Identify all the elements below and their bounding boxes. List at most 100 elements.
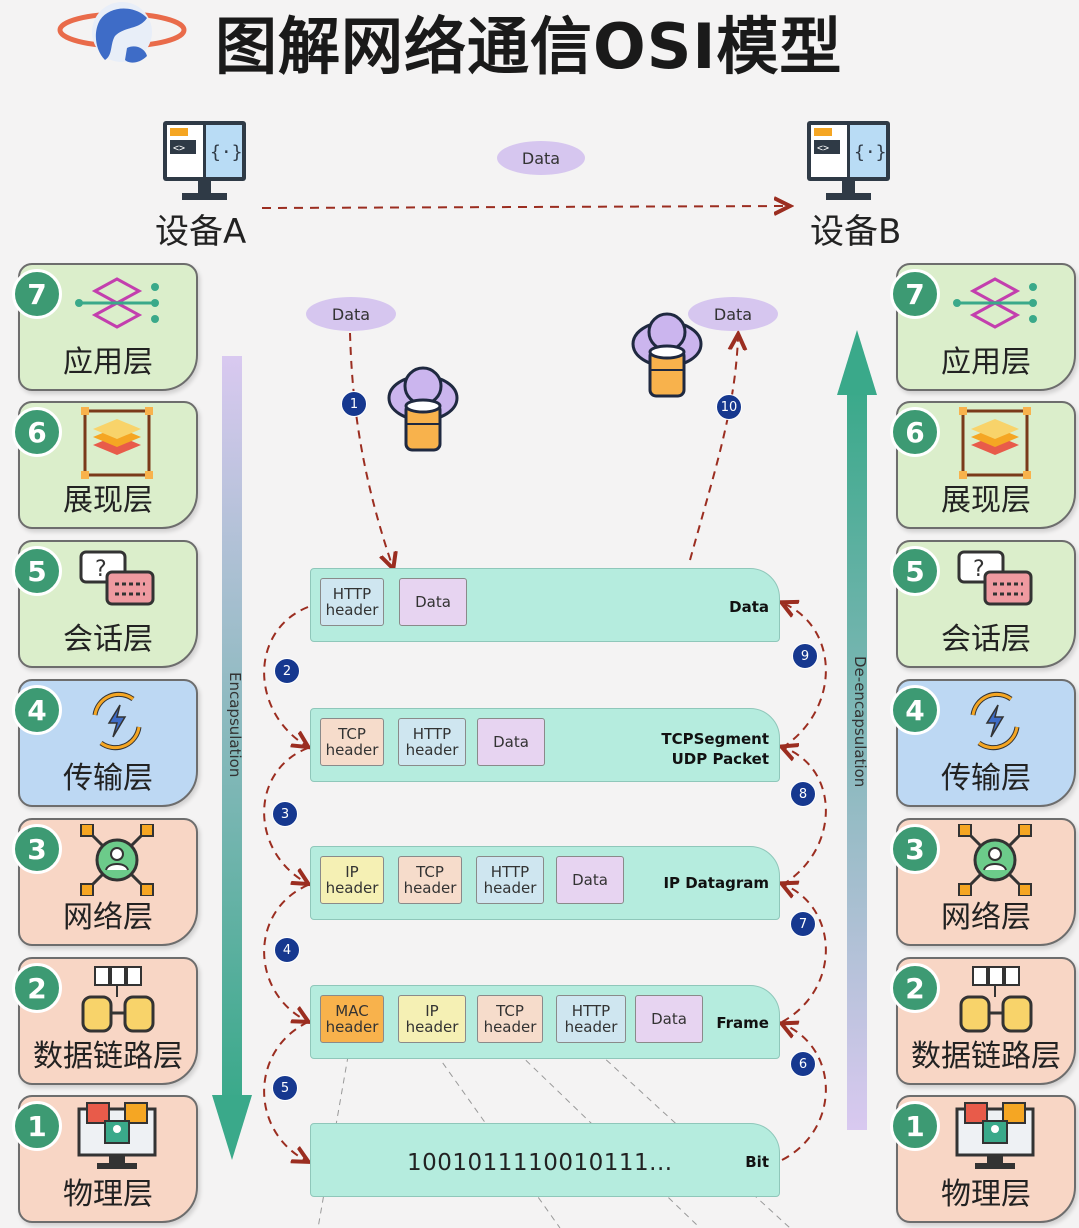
step-marker: 6 [790,1051,816,1077]
device-link-arrow [261,206,786,208]
de-encapsulation-arrow [837,330,877,1130]
layer-7-left: 7 应用层 [12,263,198,391]
layer-name: 应用层 [63,345,153,380]
data-box: Data [477,718,545,766]
encapsulation-arrow [212,356,252,1160]
step-marker: 7 [790,911,816,937]
computer-icon: <> {·} [163,121,246,200]
step-marker: 5 [272,1075,298,1101]
layer-number: 3 [12,824,62,874]
monitor-users-icon [955,1102,1035,1169]
layer-1-right: 1 物理层 [890,1095,1076,1223]
de-encapsulation-label: De-encapsulation [851,656,869,788]
pdu-bit: 1001011110010111... Bit [310,1123,780,1197]
pdu-name-tcp: TCPSegment [661,730,769,748]
step-marker: 4 [274,937,300,963]
layer-name: 会话层 [941,622,1031,657]
layers-stack-icon [959,407,1031,479]
layer-name: 物理层 [63,1177,153,1212]
device-b-label: 设备B [810,212,902,252]
layer-5-right: 5 ? 会话层 [890,540,1076,668]
layer-name: 应用层 [941,345,1031,380]
data-pill-sender: Data [306,297,396,331]
svg-text:<>: <> [173,143,185,154]
user-network-icon [80,824,154,896]
data-pill-receiver: Data [688,297,778,331]
layer-name: 网络层 [63,900,153,935]
layer-6-right: 6 展现层 [890,401,1076,529]
layer-2-right: 2 数据链路层 [890,957,1076,1085]
layer-number: 4 [12,685,62,735]
layer-number: 5 [12,546,62,596]
layer-5-left: 5 ? 会话层 [12,540,198,668]
layer-number: 7 [890,269,940,319]
pdu-name: Data [729,598,769,616]
layers-stack-icon [81,407,153,479]
svg-text:{·}: {·} [210,142,243,163]
layer-number: 3 [890,824,940,874]
chat-bubbles-icon: ? [957,550,1033,606]
layer-number: 7 [12,269,62,319]
data-box: Data [399,578,467,626]
layer-4-right: 4 传输层 [890,679,1076,807]
layer-name: 数据链路层 [911,1039,1061,1074]
pdu-name: Bit [745,1153,769,1171]
layer-4-left: 4 传输层 [12,679,198,807]
database-link-icon [81,966,155,1033]
computer-icon: <> {·} [807,121,890,200]
layer-name: 物理层 [941,1177,1031,1212]
network-nodes-icon [75,277,159,329]
layer-name: 传输层 [941,761,1031,796]
database-link-icon [959,966,1033,1033]
layer-number: 6 [890,407,940,457]
layer-name: 会话层 [63,622,153,657]
data-pill-top: Data [497,141,585,175]
pdu-name: IP Datagram [663,874,769,892]
monitor-users-icon [77,1102,157,1169]
layer-number: 4 [890,685,940,735]
layer-number: 5 [890,546,940,596]
layer-number: 6 [12,407,62,457]
network-nodes-icon [953,277,1037,329]
chat-bubbles-icon: ? [79,550,155,606]
pdu-name: Frame [716,1014,769,1032]
step-marker: 10 [716,394,742,420]
layer-number: 2 [890,963,940,1013]
step-marker: 9 [792,643,818,669]
svg-text:?: ? [973,557,985,582]
layer-number: 1 [890,1101,940,1151]
layer-6-left: 6 展现层 [12,401,198,529]
layer-7-right: 7 应用层 [890,263,1076,391]
device-a-label: 设备A [155,212,247,252]
data-box: Data [635,995,703,1043]
svg-text:{·}: {·} [854,142,887,163]
step-marker: 1 [341,391,367,417]
layer-name: 网络层 [941,900,1031,935]
svg-text:<>: <> [817,143,829,154]
layer-3-right: 3 网络层 [890,818,1076,946]
step-marker: 3 [272,801,298,827]
layer-2-left: 2 数据链路层 [12,957,198,1085]
user-network-icon [958,824,1032,896]
data-box: Data [556,856,624,904]
transfer-cycle-icon [92,691,142,751]
encapsulation-label: Encapsulation [226,672,244,778]
step-marker: 8 [790,781,816,807]
layer-name: 展现层 [941,483,1031,518]
layer-number: 1 [12,1101,62,1151]
page-title: 图解网络通信OSI模型 [215,10,843,83]
bit-stream: 1001011110010111... [407,1150,673,1176]
